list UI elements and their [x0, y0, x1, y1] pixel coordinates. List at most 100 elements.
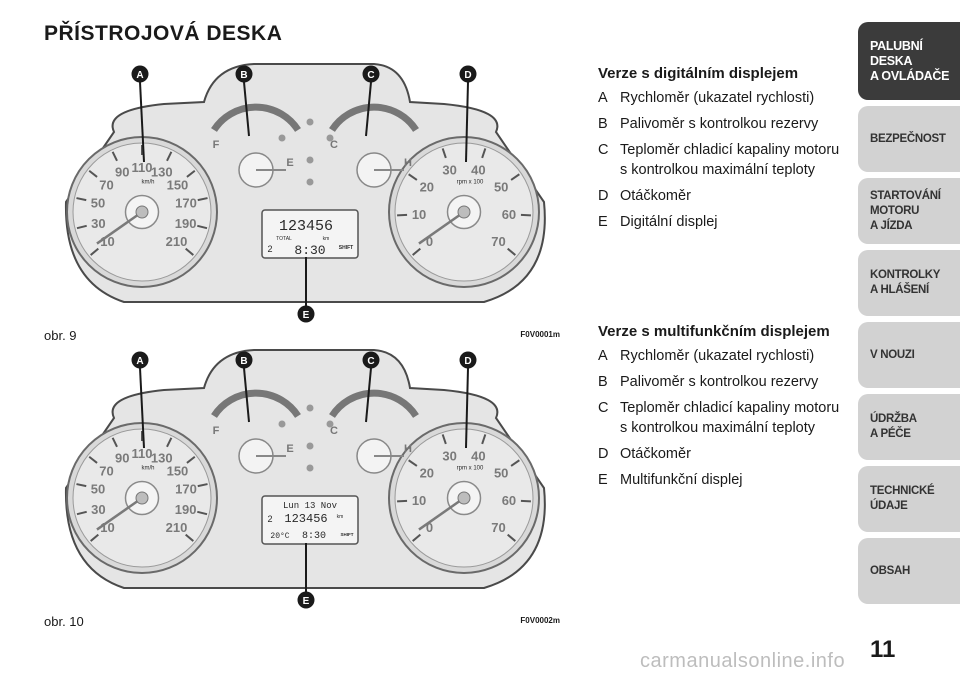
callout-letter: B	[240, 70, 247, 81]
callout-leader	[243, 367, 250, 423]
gauge-unit: km/h	[141, 466, 154, 472]
callout-leader	[139, 367, 145, 449]
gauge-tick	[76, 197, 87, 202]
gauge-label: 20	[420, 180, 434, 195]
gauge-label: 190	[175, 216, 197, 231]
gauge-tick	[111, 151, 118, 162]
tab-kontrolky[interactable]: KONTROLKY A HLÁŠENÍ	[858, 250, 960, 316]
gauge-label: 20	[420, 466, 434, 481]
gauge-needle	[96, 496, 143, 531]
gauge-tick	[76, 224, 87, 230]
fuel-gauge: FE	[211, 389, 301, 474]
gauge-needle	[418, 210, 465, 245]
figure-label: obr. 10	[44, 614, 84, 629]
tab-udrzba[interactable]: ÚDRŽBA A PÉČE	[858, 394, 960, 460]
gauge-tick	[510, 173, 520, 181]
gauge-label: 70	[99, 177, 113, 192]
warning-lamp-icon	[306, 404, 314, 412]
tab-obsah[interactable]: OBSAH	[858, 538, 960, 604]
small-gauge-label: E	[286, 157, 293, 169]
gauge-label: 10	[412, 207, 426, 222]
section-heading: Verze s multifunkčním displejem	[598, 323, 830, 340]
display-panel	[261, 209, 359, 259]
callout-b	[235, 65, 253, 83]
figure-code: F0V0001m	[520, 330, 560, 339]
gauge-label: 110	[132, 446, 153, 461]
display-unit: km	[323, 236, 330, 242]
gauge-tick	[197, 197, 208, 202]
gauge-label: 50	[91, 196, 105, 211]
gauge-label: 50	[91, 482, 105, 497]
gauge-needle	[418, 496, 465, 531]
gauge-label: 10	[412, 493, 426, 508]
callout-leader	[365, 81, 372, 137]
gauge-tick	[408, 173, 418, 181]
tab-technicke-udaje[interactable]: TECHNICKÉ ÚDAJE	[858, 466, 960, 532]
gauge-label: 0	[426, 234, 433, 249]
gauge-label: 60	[502, 207, 516, 222]
gauge-tick	[88, 455, 98, 464]
callout-d	[459, 65, 477, 83]
callout-letter: C	[367, 356, 374, 367]
gauge-tick	[412, 533, 421, 542]
tab-bezpecnost[interactable]: BEZPEČNOST	[858, 106, 960, 172]
tab-palubni-deska[interactable]: PALUBNÍ DESKA A OVLÁDAČE	[858, 22, 960, 100]
display-panel	[261, 495, 359, 545]
callout-a	[131, 65, 149, 83]
warning-lamp-icon	[278, 134, 286, 142]
display-odometer: 123456	[279, 218, 333, 235]
gauge-tick	[412, 247, 421, 256]
display-shift: SHIFT	[339, 245, 353, 251]
gauge-unit: km/h	[141, 180, 154, 186]
gauge-label: 40	[471, 162, 485, 177]
warning-lamp-icon	[306, 464, 314, 472]
gauge-tick	[507, 533, 516, 542]
small-gauge-label: C	[330, 139, 338, 151]
tab-startovani[interactable]: STARTOVÁNÍ MOTORU A JÍZDA	[858, 178, 960, 244]
warning-lamp-icon	[326, 420, 334, 428]
callout-leader	[365, 367, 372, 423]
tab-v-nouzi[interactable]: V NOUZI	[858, 322, 960, 388]
gauge-label: 30	[91, 502, 105, 517]
gauge-label: 210	[166, 234, 188, 249]
warning-lamp-icon	[306, 178, 314, 186]
small-gauge-arc	[211, 103, 301, 132]
callout-leader	[465, 81, 469, 163]
warning-lamp-icon	[278, 420, 286, 428]
gauge-center	[135, 491, 149, 505]
gauge-tick	[185, 533, 194, 542]
display-odometer: 123456	[284, 512, 327, 526]
gauge-tick	[408, 459, 418, 467]
display-shift: SHIFT	[341, 532, 354, 537]
warning-lamp-icon	[306, 118, 314, 126]
callout-letter: C	[367, 70, 374, 81]
warning-lamp-icon	[326, 134, 334, 142]
gauge-tick	[166, 151, 173, 162]
gauge-label: 60	[502, 493, 516, 508]
callout-leader	[465, 367, 469, 449]
gauge-label: 50	[494, 466, 508, 481]
warning-lamp-icon	[306, 156, 314, 164]
display-gear: 2	[267, 244, 272, 254]
gauge-tick	[441, 148, 447, 159]
callout-leader	[243, 81, 250, 137]
section-heading: Verze s digitálním displejem	[598, 65, 799, 82]
gauge-tick	[197, 483, 208, 488]
small-gauge-label: H	[404, 443, 412, 455]
warning-lamp-icon	[306, 442, 314, 450]
gauge-tick	[76, 483, 87, 488]
gauge-tick	[507, 247, 516, 256]
gauge-label: 150	[167, 463, 189, 478]
gauge-label: 90	[115, 451, 129, 466]
gauge-label: 170	[175, 196, 197, 211]
display-unit: km	[337, 514, 344, 520]
gauge-label: 150	[167, 177, 189, 192]
gauge-tick	[481, 434, 487, 445]
